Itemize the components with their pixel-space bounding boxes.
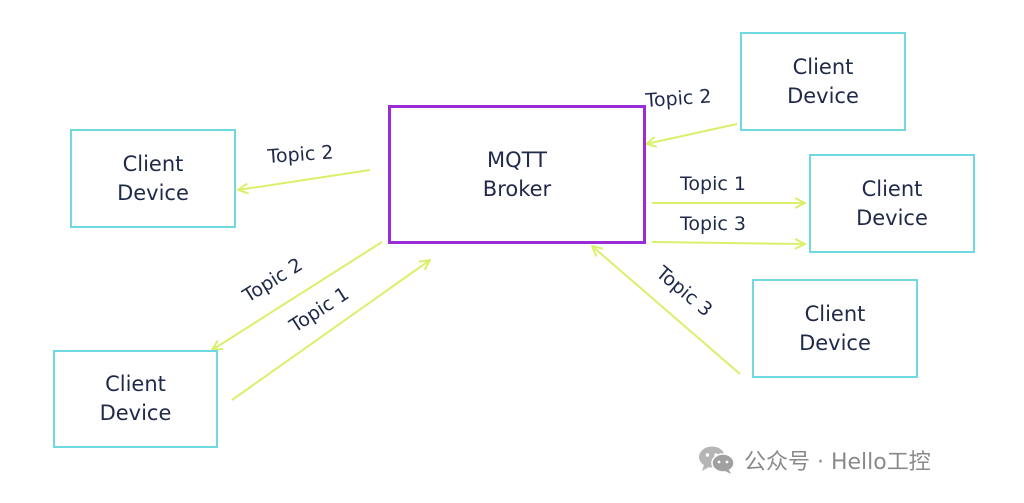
arrow-broker-to-left-client <box>238 169 371 190</box>
client-label-line2: Device <box>787 83 859 108</box>
arrow-broker-to-right-client-3 <box>651 242 805 244</box>
client-device-left: Client Device <box>70 129 236 228</box>
arrow-label: Topic 3 <box>679 213 746 235</box>
arrow-label: Topic 3 <box>651 261 716 321</box>
arrow-label: Topic 2 <box>266 141 334 168</box>
arrow-broker-to-bottom-left-client <box>212 241 383 350</box>
client-label-line2: Device <box>799 330 871 355</box>
client-label-line1: Client <box>105 372 166 396</box>
arrow-label: Topic 1 <box>285 283 353 338</box>
mqtt-broker-box: MQTT Broker <box>388 105 646 244</box>
wechat-icon <box>699 446 735 474</box>
client-label-line1: Client <box>804 301 866 326</box>
arrow-bottom-right-client-to-broker <box>592 246 741 375</box>
watermark-text: 公众号 · Hello工控 <box>744 450 931 475</box>
watermark: 公众号 · Hello工控 <box>698 444 931 476</box>
arrow-bottom-left-client-to-broker <box>231 260 430 401</box>
arrow-label: Topic 2 <box>238 254 306 308</box>
arrow-label: Topic 2 <box>644 85 712 112</box>
broker-label-line2: Broker <box>482 176 552 201</box>
client-label-line1: Client <box>122 151 184 176</box>
broker-label-line1: MQTT <box>487 147 547 172</box>
client-label-line1: Client <box>861 176 923 201</box>
client-label-line2: Device <box>99 401 172 425</box>
client-device-middle-right: Client Device <box>809 154 975 253</box>
client-label-line2: Device <box>117 180 189 205</box>
client-device-top-right: Client Device <box>740 32 906 131</box>
arrow-top-right-client-to-broker <box>646 123 738 144</box>
client-label-line2: Device <box>856 205 928 230</box>
arrow-label: Topic 1 <box>679 173 746 195</box>
client-label-line1: Client <box>792 54 854 79</box>
client-device-bottom-left: Client Device <box>53 350 218 448</box>
client-device-bottom-right: Client Device <box>752 279 918 378</box>
